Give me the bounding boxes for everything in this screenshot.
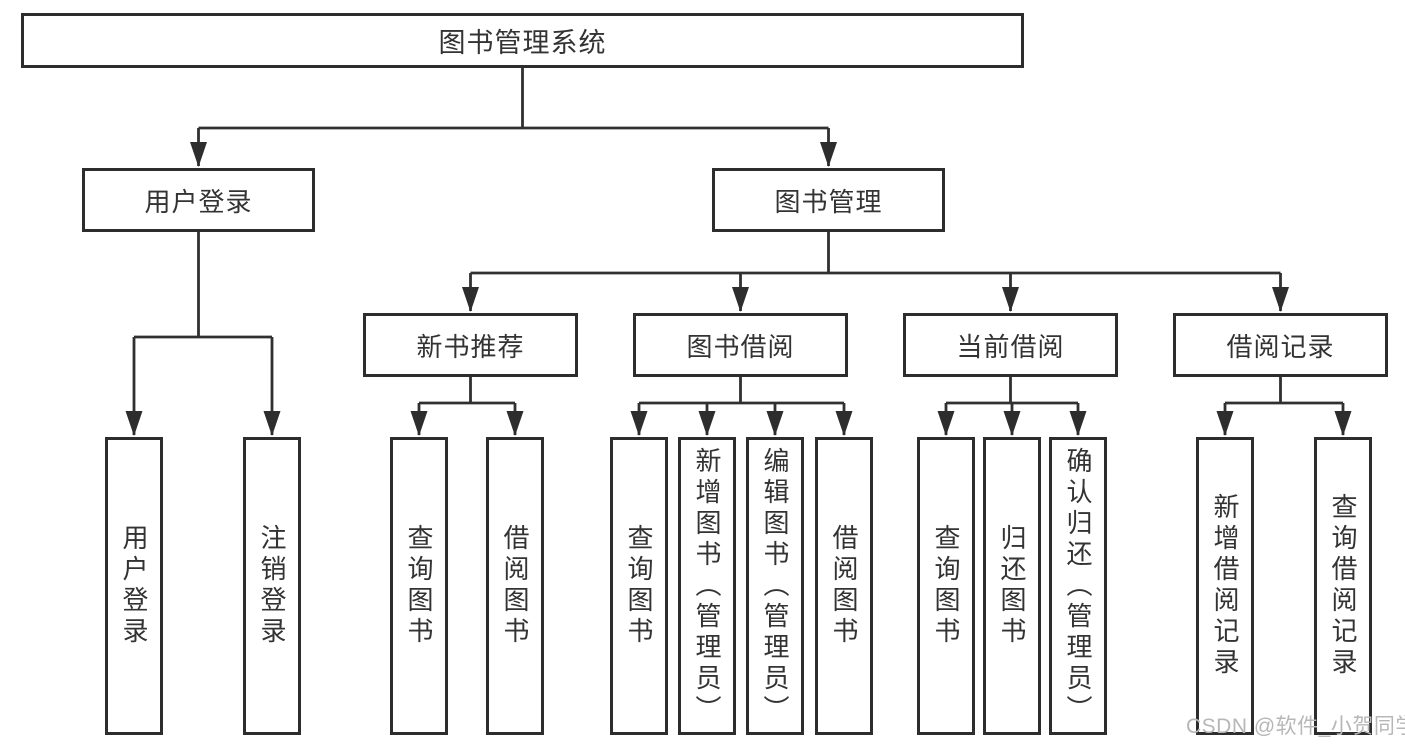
- leaf-newbook-borrow-books: 借阅图书: [486, 437, 544, 735]
- node-label: 借阅记录: [1226, 331, 1335, 362]
- node-label: 新增图书（管理员）: [692, 446, 722, 726]
- node-label: 注销登录: [257, 524, 287, 648]
- leaf-records-query-record: 查询借阅记录: [1314, 437, 1372, 735]
- node-label: 查询图书: [624, 524, 654, 648]
- leaf-borrowing-edit-books-admin: 编辑图书（管理员）: [746, 437, 804, 735]
- node-label: 当前借阅: [956, 331, 1065, 362]
- leaf-current-confirm-return-admin: 确认归还（管理员）: [1049, 437, 1107, 735]
- leaf-current-query-books: 查询图书: [917, 437, 975, 735]
- node-label: 编辑图书（管理员）: [760, 446, 790, 726]
- leaf-borrowing-query-books: 查询图书: [610, 437, 668, 735]
- csdn-watermark: CSDN @软件_小贺同学: [1186, 715, 1405, 738]
- node-label: 新增借阅记录: [1210, 493, 1240, 679]
- node-label: 借阅图书: [500, 524, 530, 648]
- node-label: 用户登录: [144, 186, 253, 217]
- node-current-borrowing: 当前借阅: [903, 313, 1118, 377]
- node-label: 图书管理: [774, 186, 883, 217]
- leaf-borrowing-add-books-admin: 新增图书（管理员）: [678, 437, 736, 735]
- node-label: 查询图书: [404, 524, 434, 648]
- leaf-logout: 注销登录: [243, 437, 301, 735]
- node-user-login: 用户登录: [82, 168, 315, 232]
- node-label: 图书借阅: [686, 331, 795, 362]
- node-book-borrowing: 图书借阅: [633, 313, 848, 377]
- leaf-newbook-query-books: 查询图书: [390, 437, 448, 735]
- node-new-book-recommendation: 新书推荐: [363, 313, 578, 377]
- node-label: 查询图书: [931, 524, 961, 648]
- node-label: 新书推荐: [416, 331, 525, 362]
- leaf-records-add-record: 新增借阅记录: [1196, 437, 1254, 735]
- leaf-borrowing-borrow-books: 借阅图书: [815, 437, 873, 735]
- node-label: 确认归还（管理员）: [1063, 446, 1093, 726]
- node-label: 图书管理系统: [438, 28, 607, 58]
- node-borrowing-records: 借阅记录: [1173, 313, 1388, 377]
- node-label: 用户登录: [119, 524, 149, 648]
- leaf-current-return-books: 归还图书: [983, 437, 1041, 735]
- node-book-management: 图书管理: [712, 168, 945, 232]
- leaf-user-login: 用户登录: [105, 437, 163, 735]
- node-label: 借阅图书: [829, 524, 859, 648]
- node-label: 查询借阅记录: [1328, 493, 1358, 679]
- node-label: 归还图书: [997, 524, 1027, 648]
- node-root-library-management-system: 图书管理系统: [21, 13, 1024, 68]
